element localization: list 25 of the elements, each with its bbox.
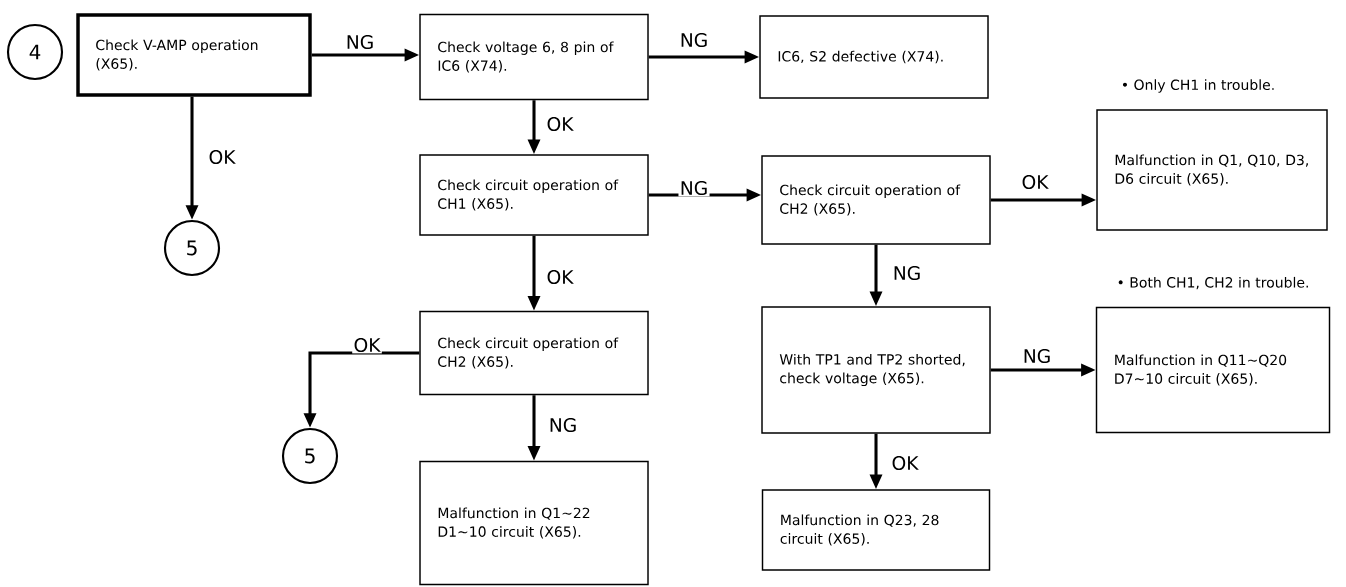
process-box: With TP1 and TP2 shorted, check voltage (X65).	[761, 306, 991, 434]
note-text: • Only CH1 in trouble.	[1122, 79, 1274, 93]
edge-label: OK	[352, 336, 382, 354]
process-box: Check circuit operation of CH2 (X65).	[761, 155, 991, 245]
process-box: Malfunction in Q23, 28 circuit (X65).	[761, 489, 991, 571]
process-box: Check circuit operation of CH1 (X65).	[419, 154, 649, 236]
process-box: Malfunction in Q1, Q10, D3, D6 circuit (X65).	[1096, 109, 1328, 231]
note-text: • Both CH1, CH2 in trouble.	[1118, 276, 1308, 290]
edge-label: NG	[547, 416, 579, 434]
edge-label: OK	[207, 148, 237, 166]
edge-label: NG	[678, 31, 710, 49]
edge-label: NG	[678, 179, 710, 197]
process-box: Malfunction in Q1∼22 D1∼10 circuit (X65).	[419, 460, 649, 586]
process-box: Check voltage 6, 8 pin of IC6 (X74).	[419, 13, 649, 101]
process-box: Check V-AMP operation (X65).	[76, 13, 312, 97]
edge-label: NG	[1021, 347, 1053, 365]
process-box: IC6, S2 defective (X74).	[759, 15, 989, 99]
edge-label: OK	[890, 454, 920, 472]
edge-label: OK	[1020, 173, 1050, 191]
edge-label: OK	[545, 268, 575, 286]
process-box: Malfunction in Q11∼Q20 D7∼10 circuit (X65).	[1095, 306, 1331, 434]
edge-label: OK	[545, 115, 575, 133]
process-box: Check circuit operation of CH2 (X65).	[419, 310, 649, 396]
edge-label: NG	[891, 264, 923, 282]
edge-label: NG	[344, 33, 376, 51]
